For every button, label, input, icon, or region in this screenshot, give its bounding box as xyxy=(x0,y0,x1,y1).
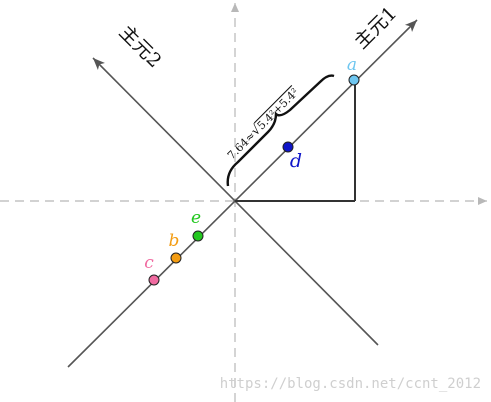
watermark: https://blog.csdn.net/ccnt_2012 xyxy=(220,376,481,392)
brace-radicand: 5.4²+5.4² xyxy=(255,86,302,133)
point-e xyxy=(192,230,204,242)
pc2-label: 主元2 xyxy=(115,21,166,72)
pc1-axis xyxy=(67,19,418,368)
point-e-label: e xyxy=(191,208,201,228)
brace xyxy=(226,74,335,187)
point-c-label: c xyxy=(144,253,154,273)
point-a xyxy=(348,74,360,86)
point-b xyxy=(170,252,182,264)
pc1-label: 主元1 xyxy=(350,2,401,53)
point-b-label: b xyxy=(169,231,180,251)
point-d-label: d xyxy=(290,150,302,172)
point-d xyxy=(282,141,294,153)
point-a-label: a xyxy=(347,55,357,75)
point-c xyxy=(148,274,160,286)
